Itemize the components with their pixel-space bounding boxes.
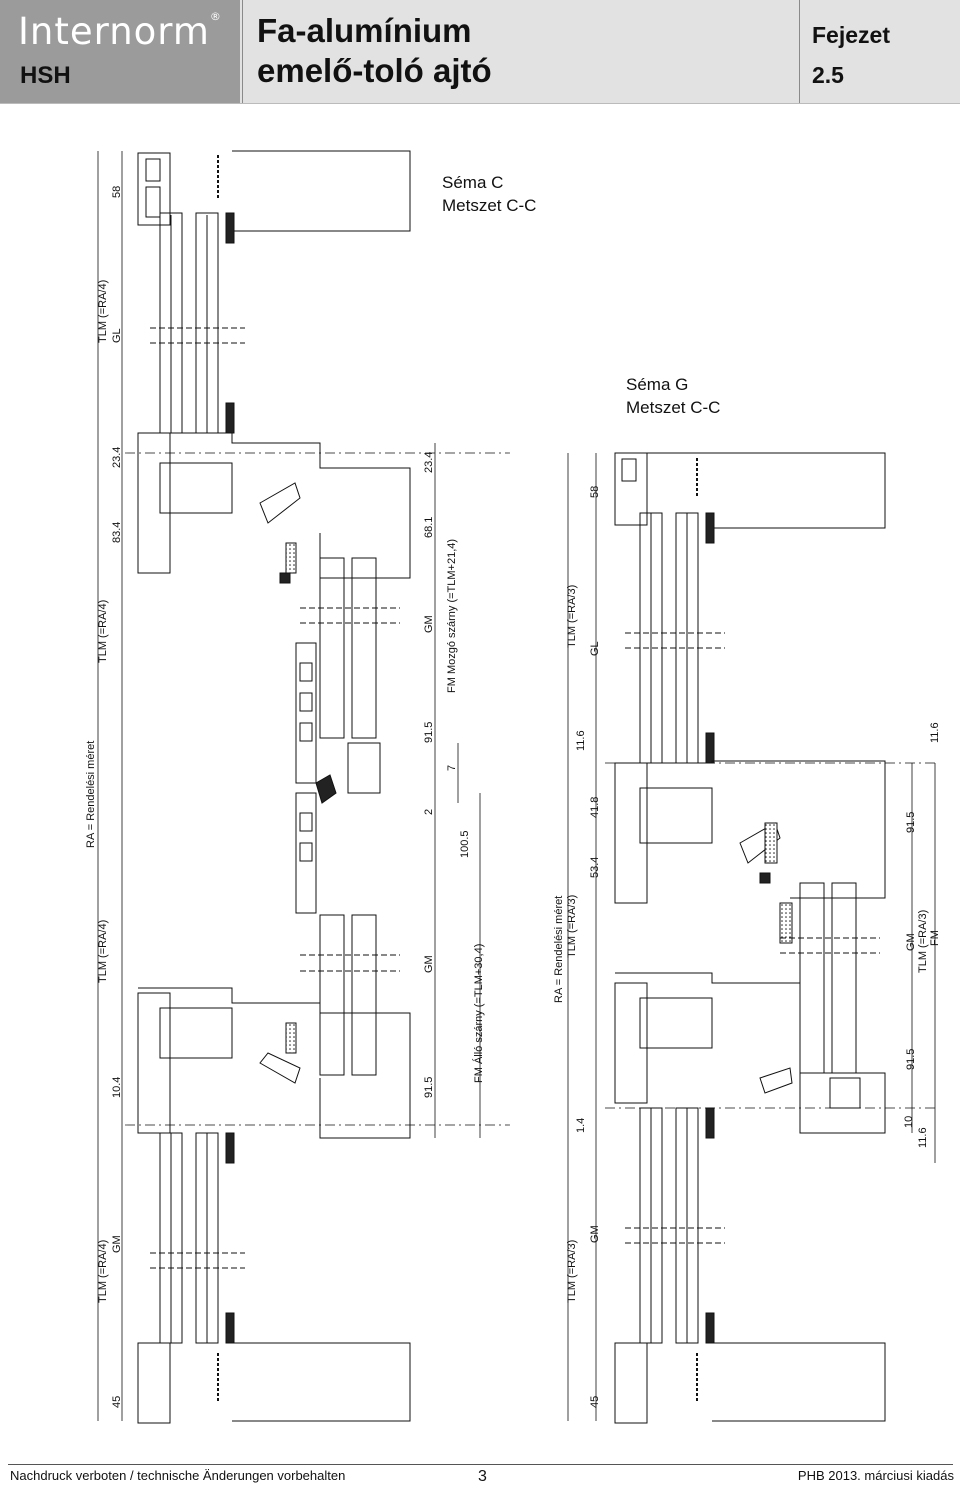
dim-label: RA = Rendelési méret: [553, 896, 565, 1003]
section-c-title: Séma C: [442, 173, 503, 192]
section-g-labels: RA = Rendelési méret TLM (=RA/3) TLM (=R…: [553, 486, 941, 1408]
section-c-labels: RA = Rendelési méret TLM (=RA/4) GL 58 2…: [85, 186, 485, 1408]
dim-label: 2: [423, 809, 435, 815]
dim-label: FM: [929, 930, 941, 946]
dim-label: TLM (=RA/3): [566, 585, 578, 648]
dim-label: GM: [905, 933, 917, 951]
dim-label: TLM (=RA/3): [917, 910, 929, 973]
dim-label: 91.5: [423, 1077, 435, 1098]
dim-label: 7: [446, 765, 458, 771]
dim-label: GL: [589, 641, 601, 656]
page-title-line1: Fa-alumínium: [257, 12, 472, 49]
dim-label: TLM (=RA/4): [97, 920, 109, 983]
dim-label: TLM (=RA/4): [97, 600, 109, 663]
dim-label: 11.6: [929, 722, 941, 743]
dim-label: TLM (=RA/3): [566, 1240, 578, 1303]
dim-label: 45: [589, 1396, 601, 1408]
dim-label: 91.5: [905, 1049, 917, 1070]
dim-label: 10.4: [111, 1077, 123, 1098]
dim-label: GL: [111, 328, 123, 343]
dim-label: FM Mozgó szárny (=TLM+21,4): [446, 539, 458, 693]
section-c-subtitle: Metszet C-C: [442, 196, 536, 215]
dim-label: 11.6: [575, 730, 587, 751]
dim-label: GM: [589, 1225, 601, 1243]
section-g-subtitle: Metszet C-C: [626, 398, 720, 417]
footer-divider: [8, 1464, 953, 1465]
dim-label: TLM (=RA/4): [97, 280, 109, 343]
dim-label: GM: [111, 1235, 123, 1253]
dim-label: 83.4: [111, 522, 123, 543]
page-header: Internorm® HSH Fa-alumínium emelő-toló a…: [0, 0, 960, 104]
dim-label: 45: [111, 1396, 123, 1408]
dim-label: GM: [423, 955, 435, 973]
title-box: Fa-alumínium emelő-toló ajtó: [242, 0, 800, 103]
dim-label: FM Álló szárny (=TLM+30,4): [472, 944, 485, 1083]
wall-top-c: [232, 150, 411, 232]
chapter-number: 2.5: [812, 62, 844, 88]
dim-label: 91.5: [423, 722, 435, 743]
dim-label: 41.8: [589, 797, 601, 818]
brand-block: Internorm® HSH: [0, 0, 240, 103]
footer-edition: PHB 2013. márciusi kiadás: [797, 1468, 954, 1483]
footer-disclaimer: Nachdruck verboten / technische Änderung…: [10, 1468, 346, 1483]
dim-label: GM: [423, 615, 435, 633]
dim-label: TLM (=RA/3): [566, 895, 578, 958]
section-g-title: Séma G: [626, 375, 688, 394]
dim-label: 23.4: [111, 447, 123, 468]
dim-label: RA = Rendelési méret: [85, 741, 97, 848]
chapter-label: Fejezet: [812, 22, 890, 48]
dim-label: 1.4: [575, 1118, 587, 1133]
brand-logo: Internorm®: [18, 10, 222, 53]
dim-label: 91.5: [905, 812, 917, 833]
dim-label: 23.4: [423, 452, 435, 473]
dim-label: 10: [903, 1116, 915, 1128]
page-number: 3: [478, 1468, 487, 1485]
dim-label: 53.4: [589, 857, 601, 878]
section-g-drawing: [567, 452, 936, 1424]
dim-label: TLM (=RA/4): [97, 1240, 109, 1303]
section-c-drawing: [97, 150, 510, 1424]
dim-label: 11.6: [917, 1127, 929, 1148]
product-code: HSH: [20, 62, 71, 89]
dim-label: 68.1: [423, 517, 435, 538]
technical-drawing: Séma C Metszet C-C Séma G Metszet C-C: [85, 150, 941, 1424]
dim-label: 58: [111, 186, 123, 198]
dim-label: 100.5: [459, 830, 471, 858]
page-title-line2: emelő-toló ajtó: [257, 52, 492, 89]
dim-label: 58: [589, 486, 601, 498]
